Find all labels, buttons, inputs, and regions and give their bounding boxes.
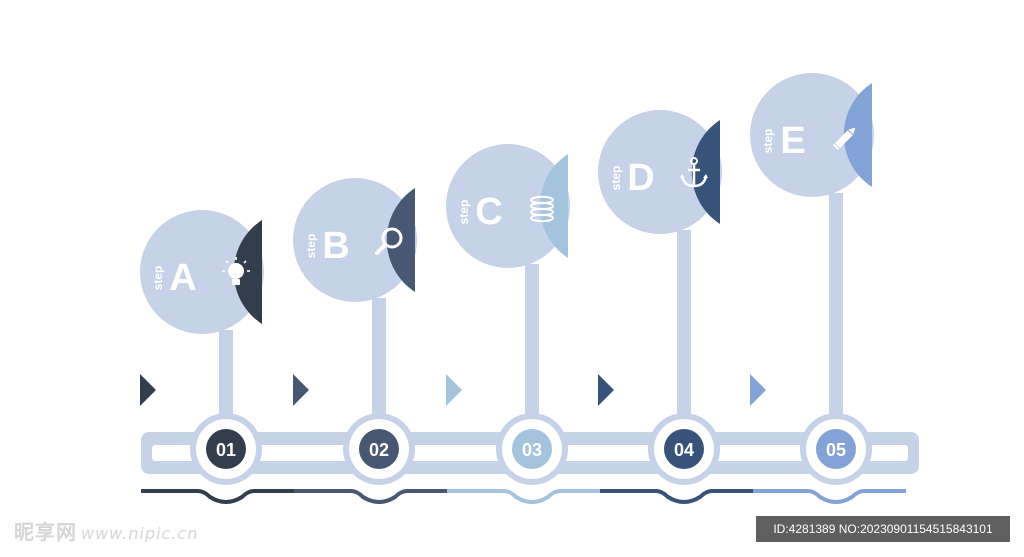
lightbulb-icon (222, 257, 250, 285)
step-number: 05 (826, 440, 846, 460)
step-accent-shape (691, 120, 720, 224)
step-number: 04 (674, 440, 694, 460)
step-c: step C 03 (446, 144, 570, 485)
step-letter: B (322, 225, 349, 267)
bottom-line-segment (447, 489, 600, 504)
step-arrow-marker (293, 374, 309, 406)
step-stem (372, 298, 386, 433)
step-word-label: step (304, 234, 318, 259)
step-letter: C (475, 191, 502, 233)
step-arrow-marker (750, 374, 766, 406)
timeline-bottom-line (141, 489, 906, 504)
bottom-line-segment (141, 489, 294, 504)
watermark-url: www.nipic.cn (81, 524, 199, 543)
step-stem (677, 230, 691, 433)
step-b: step B 02 (293, 178, 417, 485)
step-word-label: step (457, 200, 471, 225)
number-disc (359, 429, 399, 469)
step-accent-shape (843, 83, 872, 187)
step-stem (219, 330, 233, 433)
step-arrow-marker (446, 374, 462, 406)
magnifier-icon (375, 227, 403, 255)
number-disc (512, 429, 552, 469)
step-word-label: step (151, 266, 165, 291)
watermark-id-bar: ID:4281389 NO:20230901154515843101 (756, 516, 1010, 542)
step-arrow-marker (598, 374, 614, 406)
step-d: step D 04 (598, 110, 722, 485)
step-circle (750, 73, 874, 197)
step-accent-shape (233, 220, 262, 324)
pencil-icon (832, 127, 856, 151)
step-circle (598, 110, 722, 234)
step-letter: A (169, 257, 196, 299)
step-circle (293, 178, 417, 302)
bottom-line-segment (753, 489, 906, 504)
step-word-label: step (761, 129, 775, 154)
step-letter: E (780, 120, 805, 162)
step-word-label: step (609, 166, 623, 191)
database-icon (530, 195, 554, 223)
step-circle (446, 144, 570, 268)
bottom-line-segment (294, 489, 447, 504)
step-number: 01 (216, 440, 236, 460)
step-stem (525, 264, 539, 433)
bottom-line-segment (600, 489, 753, 504)
number-disc (206, 429, 246, 469)
step-circle (140, 210, 264, 334)
step-arrow-marker (140, 374, 156, 406)
step-number: 03 (522, 440, 542, 460)
step-e: step E 05 (750, 73, 874, 485)
step-stem (829, 193, 843, 433)
step-letter: D (627, 157, 654, 199)
step-a: step A 01 (140, 210, 264, 485)
watermark-logo-text: 昵享网 (14, 520, 77, 544)
anchor-icon (680, 157, 708, 188)
number-disc (664, 429, 704, 469)
step-number: 02 (369, 440, 389, 460)
number-disc (816, 429, 856, 469)
